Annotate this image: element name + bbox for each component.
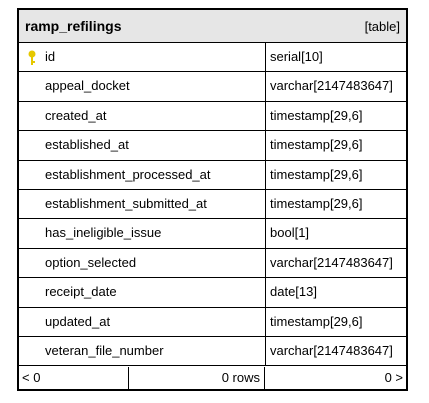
table-header: ramp_refilings [table] <box>19 10 406 43</box>
key-cell <box>19 102 40 130</box>
column-name: receipt_date <box>45 284 117 300</box>
column-name: veteran_file_number <box>45 342 164 358</box>
key-cell <box>19 249 40 277</box>
column-name: establishment_submitted_at <box>45 195 207 211</box>
column-row[interactable]: id serial[10] <box>19 43 406 73</box>
column-row[interactable]: veteran_file_number varchar[2147483647] <box>19 336 406 367</box>
column-type: varchar[2147483647] <box>265 336 406 366</box>
column-type: date[13] <box>265 278 406 307</box>
column-row[interactable]: appeal_docket varchar[2147483647] <box>19 72 406 102</box>
column-row[interactable]: updated_at timestamp[29,6] <box>19 307 406 337</box>
prev-page-button[interactable]: < 0 <box>19 367 129 389</box>
key-cell <box>19 219 40 247</box>
column-type: timestamp[29,6] <box>265 101 406 131</box>
column-type: timestamp[29,6] <box>265 131 406 160</box>
table-footer: < 0 0 rows 0 > <box>19 367 406 389</box>
row-count: 0 rows <box>129 367 265 389</box>
table-kind-label: [table] <box>364 19 400 34</box>
key-cell <box>19 190 40 218</box>
column-name: establishment_processed_at <box>45 166 211 182</box>
column-list: id serial[10] appeal_docket varchar[2147483… <box>19 43 406 367</box>
key-cell <box>19 131 40 159</box>
column-type: timestamp[29,6] <box>265 307 406 336</box>
key-cell <box>19 161 40 189</box>
column-type: varchar[2147483647] <box>265 72 406 101</box>
column-type: timestamp[29,6] <box>265 160 406 189</box>
primary-key-icon <box>28 50 36 65</box>
column-type: timestamp[29,6] <box>265 189 406 219</box>
column-row[interactable]: establishment_processed_at timestamp[29,6… <box>19 160 406 190</box>
table-name: ramp_refilings <box>25 18 122 34</box>
column-type: varchar[2147483647] <box>265 248 406 278</box>
key-cell <box>19 278 40 306</box>
column-row[interactable]: has_ineligible_issue bool[1] <box>19 219 406 249</box>
column-row[interactable]: receipt_date date[13] <box>19 278 406 308</box>
key-cell <box>19 337 40 365</box>
column-name: appeal_docket <box>45 78 130 94</box>
column-row[interactable]: option_selected varchar[2147483647] <box>19 248 406 279</box>
next-page-button[interactable]: 0 > <box>384 370 403 385</box>
column-type: bool[1] <box>265 219 406 248</box>
column-row[interactable]: established_at timestamp[29,6] <box>19 131 406 161</box>
key-cell <box>19 308 40 336</box>
column-name: option_selected <box>45 254 137 270</box>
key-cell <box>19 43 40 71</box>
column-type: serial[10] <box>265 43 406 72</box>
column-name: has_ineligible_issue <box>45 225 162 241</box>
column-row[interactable]: establishment_submitted_at timestamp[29,6… <box>19 189 406 220</box>
column-name: id <box>45 49 56 64</box>
key-cell <box>19 72 40 100</box>
column-name: established_at <box>45 137 129 153</box>
column-row[interactable]: created_at timestamp[29,6] <box>19 101 406 132</box>
column-name: updated_at <box>45 313 111 329</box>
column-name: created_at <box>45 107 107 123</box>
